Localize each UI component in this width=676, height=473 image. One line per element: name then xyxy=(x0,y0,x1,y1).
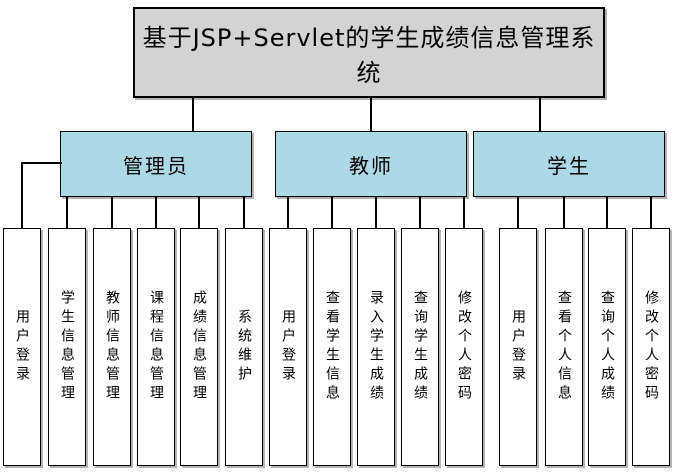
leaf-label: 查询个人成绩 xyxy=(599,290,615,404)
connector-line xyxy=(517,196,519,229)
leaf-label: 学生信息管理 xyxy=(59,290,75,404)
connector-line xyxy=(192,96,194,132)
connector-line xyxy=(539,96,541,132)
connector-line xyxy=(463,196,465,229)
connector-line xyxy=(66,196,68,229)
connector-line xyxy=(21,162,62,164)
connector-line xyxy=(370,96,372,132)
leaf-label: 查询学生成绩 xyxy=(412,290,428,404)
leaf-label: 课程信息管理 xyxy=(148,290,164,404)
leaf-label: 用户登录 xyxy=(510,309,526,385)
leaf-teacher-enter-student-grades: 录入学生成绩 xyxy=(357,228,395,466)
leaf-label: 查看个人信息 xyxy=(556,290,572,404)
branch-label: 教师 xyxy=(349,153,393,178)
branch-label: 管理员 xyxy=(123,153,189,178)
system-title-box: 基于JSP+Servlet的学生成绩信息管理系统 xyxy=(133,7,605,98)
system-title: 基于JSP+Servlet的学生成绩信息管理系统 xyxy=(142,23,596,87)
connector-line xyxy=(287,196,289,229)
leaf-label: 用户登录 xyxy=(280,309,296,385)
connector-line xyxy=(375,196,377,229)
leaf-teacher-query-student-grades: 查询学生成绩 xyxy=(401,228,439,466)
leaf-student-query-personal-grades: 查询个人成绩 xyxy=(588,228,626,466)
connector-line xyxy=(111,196,113,229)
connector-line xyxy=(606,196,608,229)
connector-line xyxy=(650,196,652,229)
leaf-label: 系统维护 xyxy=(236,309,252,385)
connector-line xyxy=(563,196,565,229)
leaf-label: 用户登录 xyxy=(14,309,30,385)
leaf-admin-student-info-mgmt: 学生信息管理 xyxy=(48,228,86,466)
leaf-student-view-personal-info: 查看个人信息 xyxy=(545,228,583,466)
branch-box-admin: 管理员 xyxy=(60,131,252,197)
connector-line xyxy=(155,196,157,229)
branch-box-student: 学生 xyxy=(473,131,665,197)
leaf-admin-user-login: 用户登录 xyxy=(3,228,41,466)
branch-label: 学生 xyxy=(547,153,591,178)
branch-box-teacher: 教师 xyxy=(275,131,467,197)
connector-line xyxy=(198,196,200,229)
connector-line xyxy=(21,162,23,229)
connector-line xyxy=(243,196,245,229)
connector-line xyxy=(331,196,333,229)
leaf-student-change-password: 修改个人密码 xyxy=(632,228,670,466)
leaf-label: 修改个人密码 xyxy=(643,290,659,404)
leaf-admin-grade-info-mgmt: 成绩信息管理 xyxy=(180,228,218,466)
leaf-label: 修改个人密码 xyxy=(456,290,472,404)
leaf-label: 教师信息管理 xyxy=(104,290,120,404)
leaf-admin-system-maintenance: 系统维护 xyxy=(225,228,263,466)
leaf-label: 成绩信息管理 xyxy=(191,290,207,404)
leaf-label: 查看学生信息 xyxy=(324,290,340,404)
leaf-label: 录入学生成绩 xyxy=(368,290,384,404)
leaf-teacher-view-student-info: 查看学生信息 xyxy=(313,228,351,466)
leaf-teacher-user-login: 用户登录 xyxy=(269,228,307,466)
leaf-teacher-change-password: 修改个人密码 xyxy=(445,228,483,466)
connector-line xyxy=(419,196,421,229)
leaf-admin-teacher-info-mgmt: 教师信息管理 xyxy=(93,228,131,466)
leaf-student-user-login: 用户登录 xyxy=(499,228,537,466)
leaf-admin-course-info-mgmt: 课程信息管理 xyxy=(137,228,175,466)
